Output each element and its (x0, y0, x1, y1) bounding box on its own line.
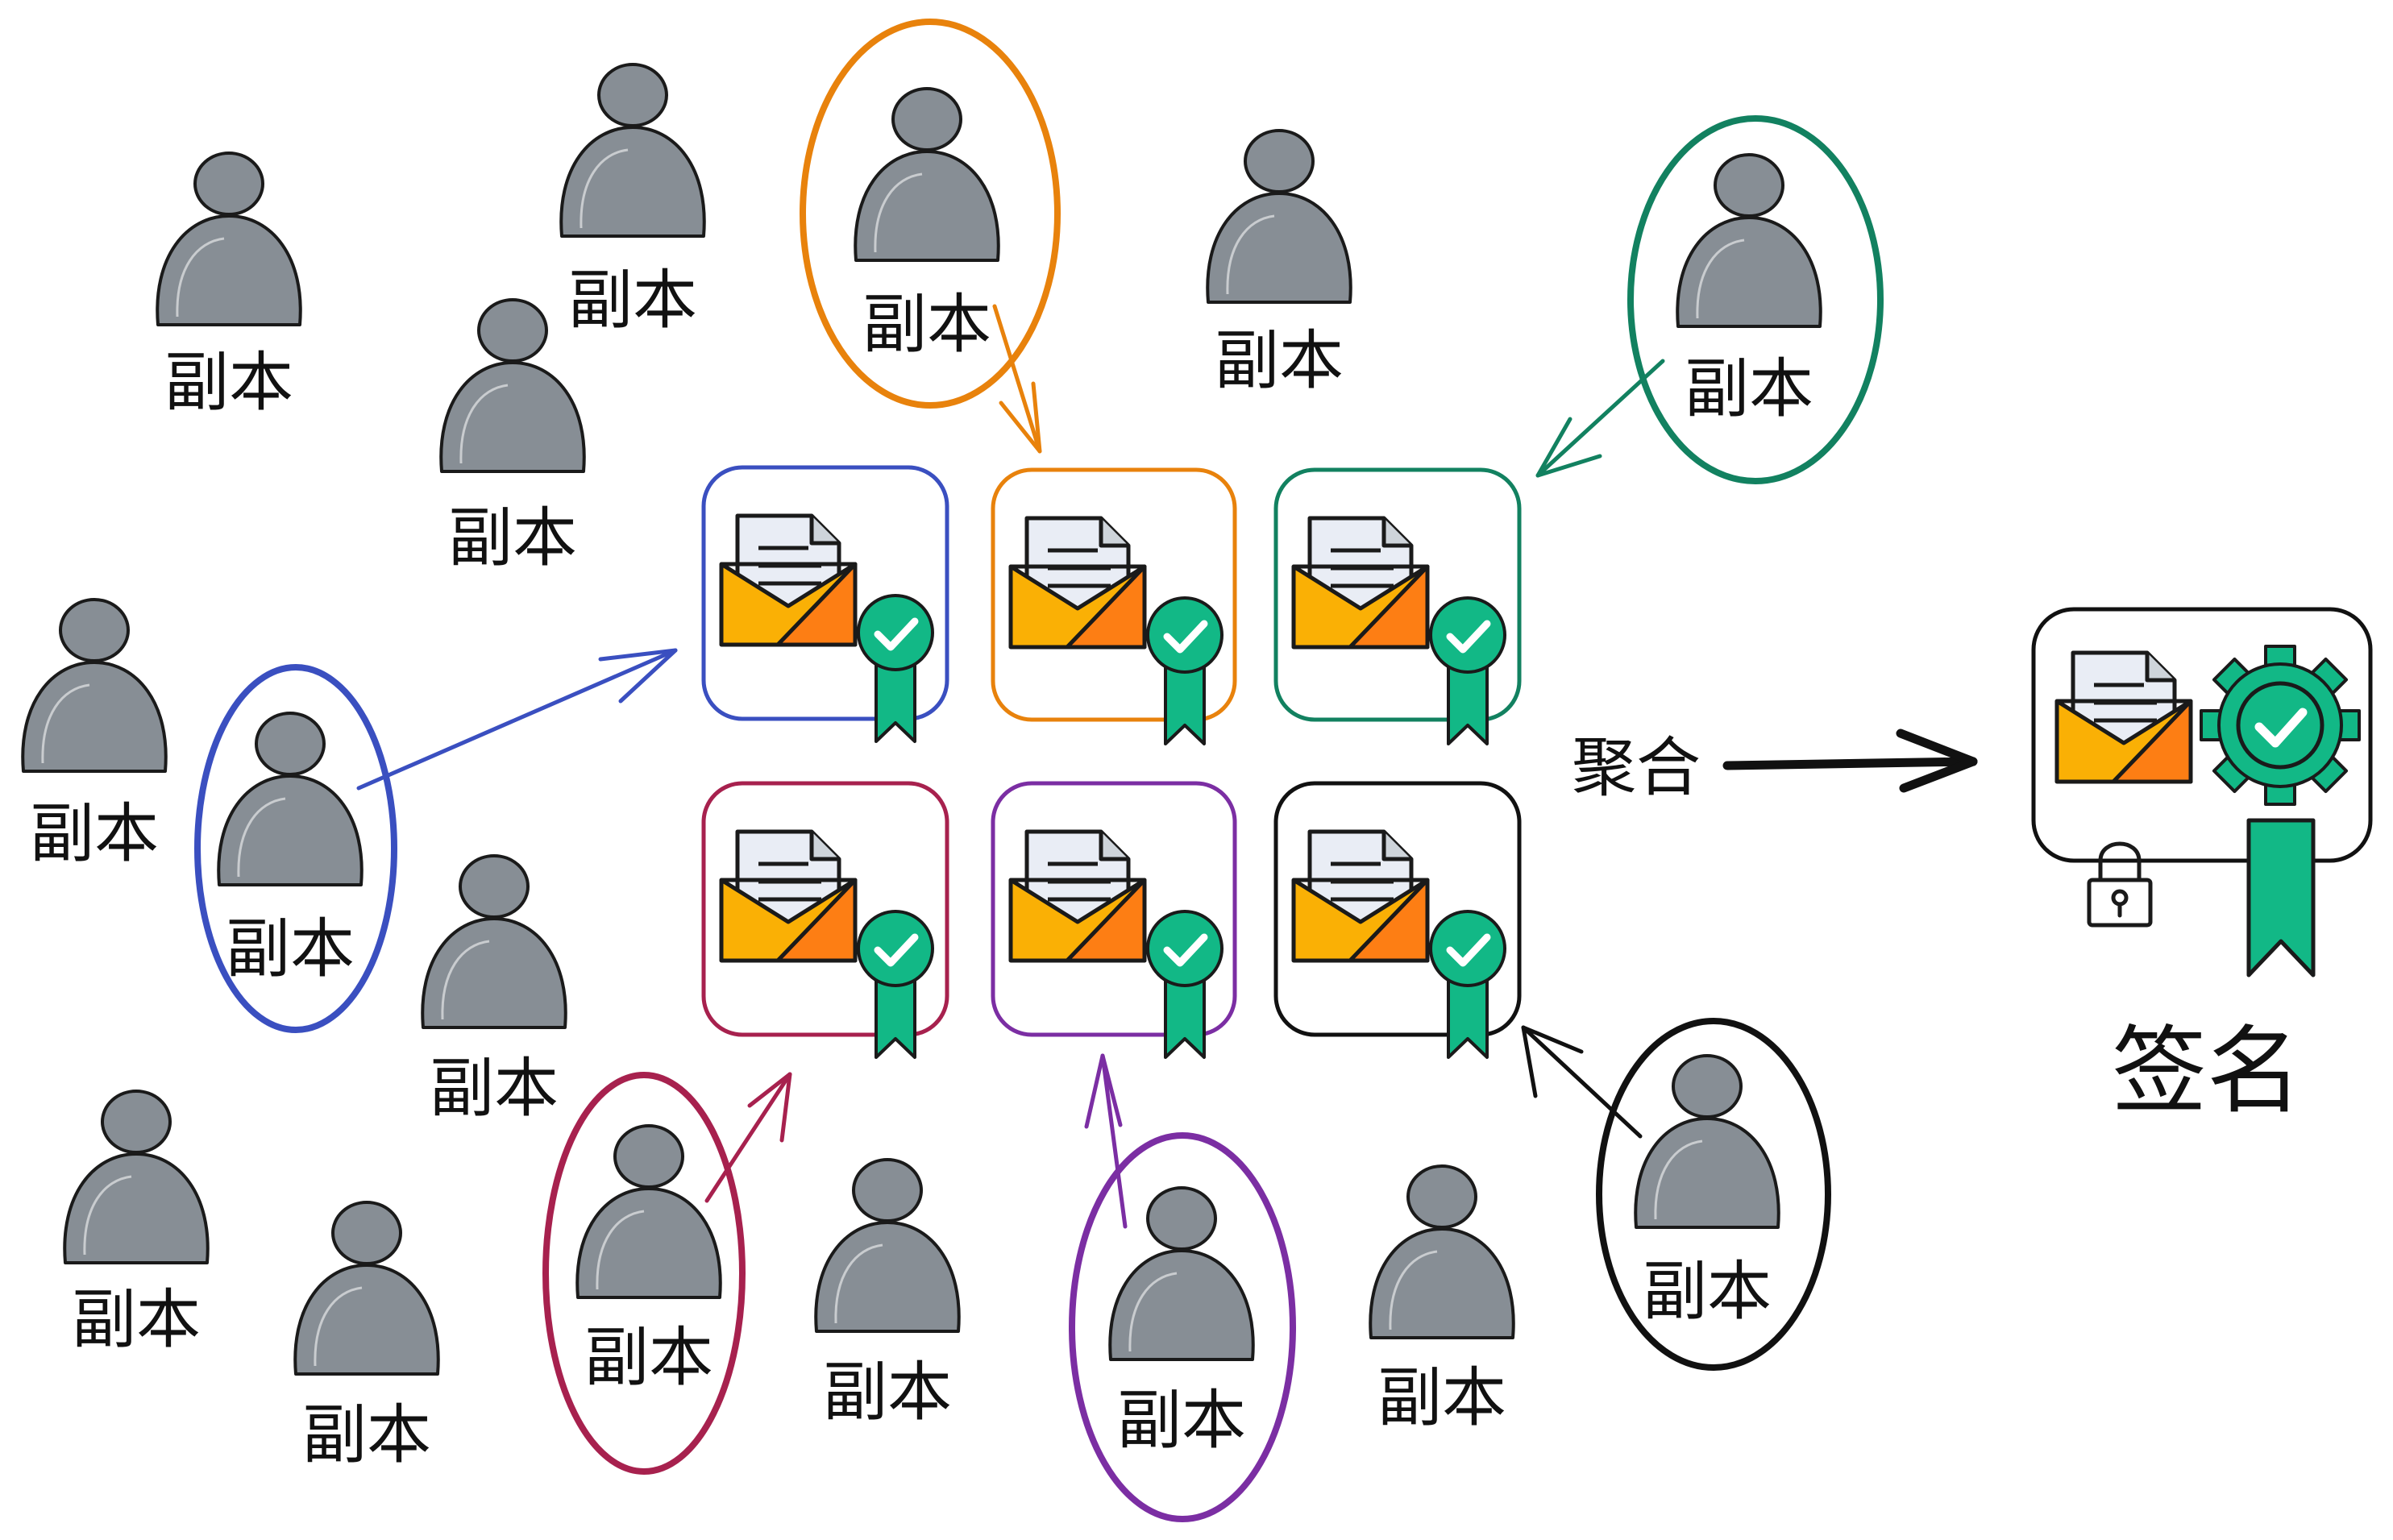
selection-ring (1596, 1018, 1831, 1371)
replica-label: 副本 (30, 796, 159, 871)
selection-ring (194, 664, 397, 1033)
person-icon (1369, 1164, 1515, 1339)
replica-purple: 副本 (1069, 1132, 1296, 1522)
signed-message-orange (991, 467, 1237, 744)
person-icon (854, 87, 1000, 262)
seal-icon (2200, 645, 2361, 806)
replica-label: 副本 (72, 1282, 201, 1357)
person-icon (1634, 1054, 1780, 1229)
person-icon (814, 1158, 961, 1333)
replica-crimson: 副本 (542, 1072, 746, 1475)
signed-message-green (1273, 467, 1522, 744)
signature-label: 签名 (2112, 1015, 2302, 1127)
replica-2: 副本 (559, 63, 706, 338)
selection-ring (1627, 115, 1884, 484)
person-icon (217, 712, 364, 886)
selection-ring (800, 19, 1061, 409)
replica-label: 副本 (862, 287, 991, 362)
person-icon (1676, 153, 1822, 328)
replica-label: 副本 (584, 1320, 713, 1395)
replica-5: 副本 (21, 598, 168, 871)
aggregated-signature (2031, 607, 2373, 978)
selection-ring (1069, 1132, 1296, 1522)
replica-8: 副本 (293, 1201, 440, 1472)
person-icon (439, 298, 586, 473)
replica-7: 副本 (63, 1090, 210, 1357)
arrow-green (1535, 359, 1665, 478)
replica-label: 副本 (823, 1355, 952, 1430)
signed-message-black (1273, 781, 1522, 1057)
replica-3: 副本 (439, 298, 586, 575)
replica-label: 副本 (1685, 351, 1813, 426)
replica-label: 副本 (226, 911, 355, 986)
replica-label: 副本 (1215, 323, 1344, 398)
replica-1: 副本 (156, 152, 302, 420)
replica-label: 副本 (1643, 1254, 1772, 1329)
replica-label: 副本 (430, 1051, 559, 1126)
selection-ring (542, 1072, 746, 1475)
person-icon (1206, 129, 1352, 304)
padlock-icon (2087, 841, 2153, 928)
aggregate-label: 聚合 (1572, 730, 1701, 805)
arrow-orange (992, 304, 1042, 454)
replica-label: 副本 (1117, 1383, 1246, 1458)
replica-label: 副本 (568, 263, 697, 338)
aggregate-arrow (1722, 728, 1978, 793)
signed-message-blue (701, 465, 949, 741)
person-icon (21, 598, 168, 773)
person-icon (559, 63, 706, 238)
replica-blue: 副本 (194, 664, 397, 1033)
person-icon (1108, 1186, 1255, 1361)
person-icon (421, 854, 567, 1029)
replica-4: 副本 (1206, 129, 1352, 398)
person-icon (63, 1090, 210, 1264)
ribbon-icon (2246, 818, 2316, 978)
person-icon (156, 152, 302, 326)
replica-black: 副本 (1596, 1018, 1831, 1371)
replica-label: 副本 (164, 345, 293, 420)
replica-label: 副本 (1377, 1360, 1506, 1435)
replica-9: 副本 (814, 1158, 961, 1430)
arrow-black (1521, 1025, 1643, 1139)
arrow-blue (356, 648, 678, 791)
signed-message-purple (991, 781, 1237, 1057)
arrow-crimson (704, 1072, 792, 1203)
arrow-purple (1084, 1053, 1128, 1229)
person-icon (575, 1124, 722, 1299)
replica-label: 副本 (302, 1397, 431, 1472)
replica-orange: 副本 (800, 19, 1061, 409)
signed-message-crimson (701, 781, 949, 1057)
replica-green: 副本 (1627, 115, 1884, 484)
replica-6: 副本 (421, 854, 567, 1126)
replica-10: 副本 (1369, 1164, 1515, 1435)
replica-label: 副本 (448, 500, 577, 575)
person-icon (293, 1201, 440, 1376)
